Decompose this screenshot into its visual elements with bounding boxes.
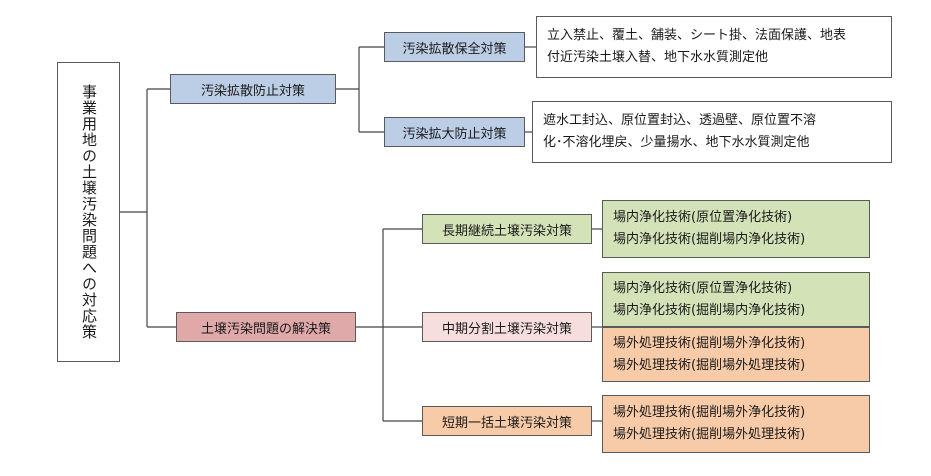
detail-line: 場内浄化技術(原位置浄化技術)	[613, 210, 793, 225]
node-label: 土壌汚染問題の解決策	[200, 321, 331, 337]
detail-line: 場外処理技術(掘削場外浄化技術)	[613, 335, 806, 351]
node-spread-prevention: 汚染拡散防止対策	[170, 74, 336, 104]
root-node: 事業用地の土壌汚染問題への対応策	[57, 62, 120, 362]
node-solution: 土壌汚染問題の解決策	[176, 312, 356, 342]
detail-spread-keep: 立入禁止、覆土、舗装、シート掛、法面保護、地表 付近汚染土壌入替、地下水水質測定…	[536, 16, 892, 78]
detail-line: 立入禁止、覆土、舗装、シート掛、法面保護、地表	[547, 28, 847, 43]
detail-line: 場外処理技術(掘削場外処理技術)	[613, 427, 806, 442]
detail-line: 場内浄化技術(掘削場内浄化技術)	[613, 302, 806, 318]
root-label: 事業用地の土壌汚染問題への対応策	[80, 84, 98, 340]
detail-line: 場外処理技術(掘削場外処理技術)	[613, 357, 806, 373]
node-label: 汚染拡散防止対策	[200, 83, 305, 99]
node-spread-expand: 汚染拡大防止対策	[384, 117, 525, 147]
node-spread-keep: 汚染拡散保全対策	[384, 32, 525, 62]
detail-mid-term-onsite: 場内浄化技術(原位置浄化技術) 場内浄化技術(掘削場内浄化技術)	[602, 272, 870, 327]
node-label: 中期分割土壌汚染対策	[441, 321, 572, 337]
node-short-term: 短期一括土壌汚染対策	[422, 406, 592, 436]
detail-line: 遮水工封込、原位置封込、透過壁、原位置不溶	[543, 113, 817, 128]
detail-short-term: 場外処理技術(掘削場外浄化技術) 場外処理技術(掘削場外処理技術)	[602, 395, 870, 453]
node-long-term: 長期継続土壌汚染対策	[422, 214, 592, 244]
detail-long-term: 場内浄化技術(原位置浄化技術) 場内浄化技術(掘削場内浄化技術)	[602, 200, 870, 258]
detail-mid-term-offsite: 場外処理技術(掘削場外浄化技術) 場外処理技術(掘削場外処理技術)	[602, 327, 870, 382]
detail-line: 場内浄化技術(掘削場内浄化技術)	[613, 232, 806, 247]
detail-spread-expand: 遮水工封込、原位置封込、透過壁、原位置不溶 化･不溶化埋戻、少量揚水、地下水水質…	[532, 101, 892, 163]
detail-line: 場内浄化技術(原位置浄化技術)	[613, 280, 793, 296]
node-label: 長期継続土壌汚染対策	[441, 223, 572, 239]
node-label: 汚染拡大防止対策	[402, 126, 507, 142]
detail-line: 場外処理技術(掘削場外浄化技術)	[613, 405, 806, 420]
node-label: 短期一括土壌汚染対策	[441, 415, 572, 431]
node-mid-term: 中期分割土壌汚染対策	[422, 312, 592, 342]
detail-line: 付近汚染土壌入替、地下水水質測定他	[547, 50, 769, 65]
node-label: 汚染拡散保全対策	[402, 41, 507, 57]
detail-line: 化･不溶化埋戻、少量揚水、地下水水質測定他	[543, 135, 810, 150]
